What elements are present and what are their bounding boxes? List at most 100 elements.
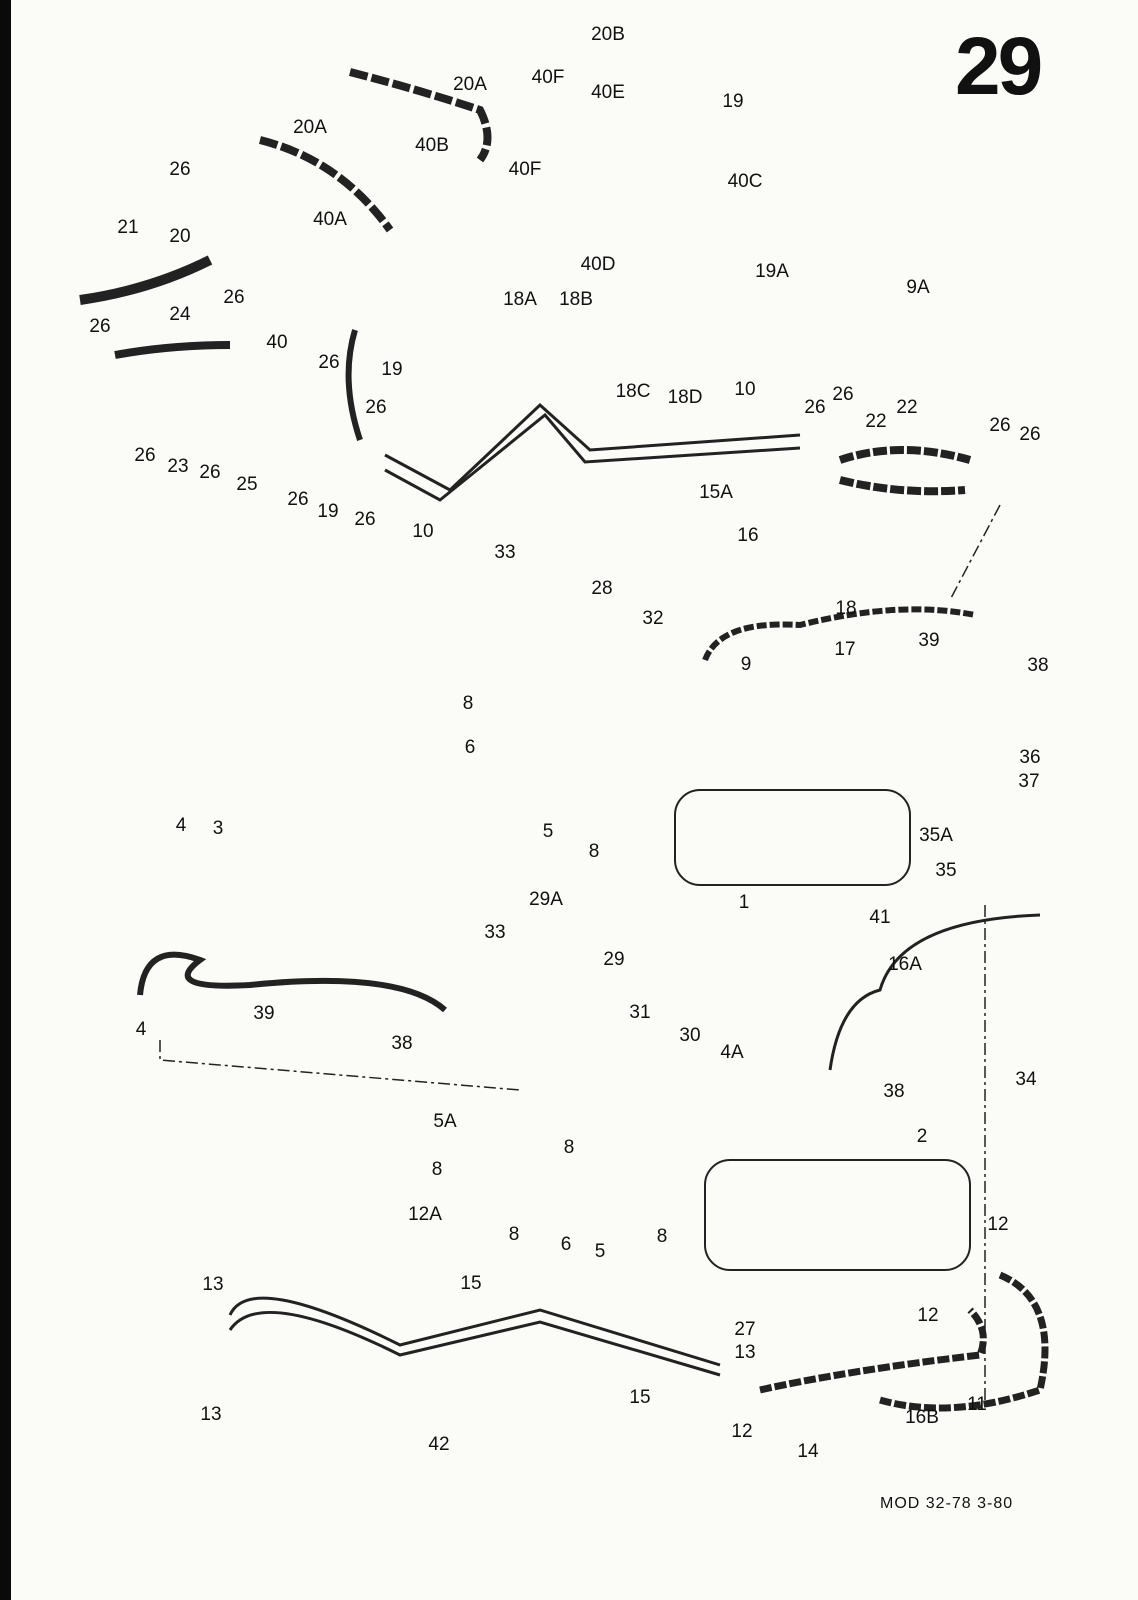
fuel-tank-2 [704,1159,971,1271]
part-callout-label: 39 [918,630,940,651]
part-callout-label: 23 [167,456,189,477]
part-callout-label: 8 [431,1159,443,1180]
hose-39-lower [137,951,447,1013]
part-callout-label: 40F [531,67,565,88]
part-callout-label: 40E [591,82,625,103]
part-callout-label: 11 [967,1394,987,1415]
part-callout-label: 20A [293,117,327,138]
part-callout-label: 19 [722,91,744,112]
part-callout-label: 19A [755,261,789,282]
part-callout-label: 38 [883,1081,905,1102]
part-callout-label: 9 [740,654,752,675]
part-callout-label: 37 [1018,771,1040,792]
page-number: 29 [955,21,1043,112]
part-callout-label: 19 [317,501,339,522]
part-callout-label: 26 [354,509,376,530]
part-callout-label: 31 [629,1002,651,1023]
part-callout-label: 29 [603,949,625,970]
part-callout-label: 20A [453,74,487,95]
part-callout-label: 29A [529,889,563,910]
part-callout-label: 24 [169,304,191,325]
part-callout-label: 18D [667,387,703,408]
fuel-line-10-upper [384,402,801,492]
part-callout-label: 26 [832,384,854,405]
part-callout-label: 28 [591,578,613,599]
part-callout-label: 40F [508,159,542,180]
part-callout-label: 30 [679,1025,701,1046]
part-callout-label: 34 [1015,1069,1037,1090]
part-callout-label: 27 [734,1319,756,1340]
hose-20a-lower [259,136,394,233]
hose-11 [759,1271,1049,1412]
part-callout-label: 40C [727,171,763,192]
part-callout-label: 35A [919,825,953,846]
part-callout-label: 2 [916,1126,928,1147]
part-callout-label: 12 [917,1305,939,1326]
part-callout-label: 33 [494,542,516,563]
part-callout-label: 6 [560,1234,572,1255]
part-callout-label: 26 [134,445,156,466]
part-callout-label: 13 [734,1342,756,1363]
part-callout-label: 15A [699,482,733,503]
fuel-line-15 [228,1296,721,1377]
part-callout-label: 17 [834,639,856,660]
hose-21 [79,255,213,305]
part-callout-label: 15 [629,1387,651,1408]
part-callout-label: 18C [615,381,651,402]
part-callout-label: 18B [559,289,593,310]
part-callout-label: 26 [169,159,191,180]
part-callout-label: 36 [1019,747,1041,768]
part-callout-label: 14 [797,1441,819,1462]
line-16a [828,913,1041,1071]
part-callout-label: 10 [412,521,434,542]
page-edge [0,0,11,1600]
part-callout-label: 3 [212,818,224,839]
part-callout-label: 19 [381,359,403,380]
part-callout-label: 12 [731,1421,753,1442]
part-callout-label: 8 [462,693,474,714]
part-callout-label: 40B [415,135,449,156]
part-callout-label: 25 [236,474,258,495]
part-callout-label: 26 [989,415,1011,436]
part-callout-label: 5 [594,1241,606,1262]
hose-20a [349,68,492,163]
part-callout-label: 8 [656,1226,668,1247]
part-callout-label: 12 [987,1214,1009,1235]
hose-22 [838,446,972,496]
part-callout-label: 8 [563,1137,575,1158]
part-callout-label: 26 [1019,424,1041,445]
part-callout-label: 9A [906,277,930,298]
part-callout-label: 26 [199,462,221,483]
part-callout-label: 13 [200,1404,222,1425]
part-callout-label: 40A [313,209,347,230]
part-callout-label: 38 [1027,655,1049,676]
part-callout-label: 26 [365,397,387,418]
part-callout-label: 26 [223,287,245,308]
part-callout-label: 16B [905,1407,939,1428]
part-callout-label: 26 [287,489,309,510]
hose-39 [702,606,976,662]
part-callout-label: 21 [117,217,139,238]
part-callout-label: 18 [835,598,857,619]
part-callout-label: 18A [503,289,537,310]
part-callout-label: 20B [591,24,625,45]
fuel-line-10-lower [384,412,801,502]
part-callout-label: 4 [175,815,187,836]
part-callout-label: 26 [318,352,340,373]
hose-24 [114,341,231,359]
part-callout-label: 13 [202,1274,224,1295]
part-callout-label: 22 [896,397,918,418]
part-callout-label: 4 [135,1019,147,1040]
part-callout-label: 38 [391,1033,413,1054]
part-callout-label: 26 [804,397,826,418]
part-callout-label: 15 [460,1273,482,1294]
hose-19 [345,329,363,441]
part-callout-label: 33 [484,922,506,943]
part-callout-label: 42 [428,1434,450,1455]
part-callout-label: 35 [935,860,957,881]
part-callout-label: 6 [464,737,476,758]
part-callout-label: 4A [720,1042,744,1063]
reference-lines [159,504,1001,1400]
part-callout-label: 39 [253,1003,275,1024]
